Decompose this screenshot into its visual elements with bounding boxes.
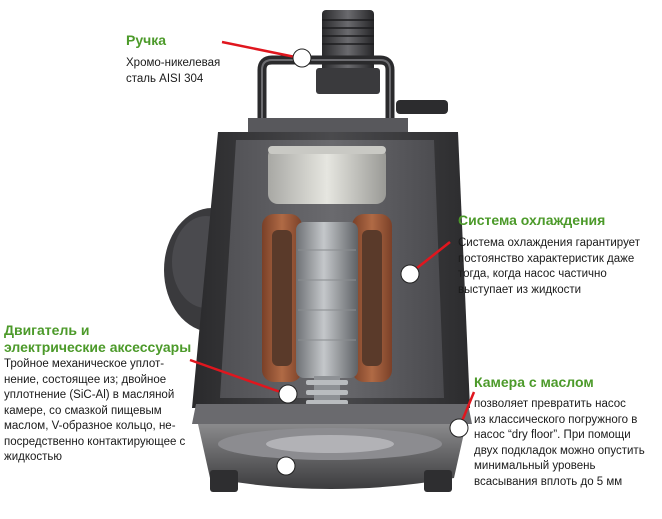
pipe-thread-rings — [322, 19, 374, 45]
rotor-laminations — [298, 249, 356, 341]
cooling-title: Система охлаждения — [458, 212, 606, 228]
callout-cooling-pointer — [400, 241, 451, 284]
cooling-description: Система охлаждения гарантирует постоянст… — [458, 236, 640, 298]
motor-desc-line: камере, со смазкой пищевым — [4, 404, 162, 417]
oil-chamber-desc-line: всасывания вплоть до 5 мм — [474, 475, 623, 488]
cooling-desc-line: выступает из жидкости — [458, 283, 582, 296]
stator-core-right — [362, 230, 382, 366]
rotor — [296, 222, 358, 378]
oil-chamber-description: позволяет превратить насос из классическ… — [474, 397, 645, 490]
motor-title: Двигатель и электрические аксессуары — [4, 322, 191, 356]
callout-handle-pointer — [221, 40, 312, 68]
cable-gland — [396, 100, 448, 114]
oil-chamber-title: Камера с маслом — [474, 374, 594, 390]
handle-desc-line: Хромо-никелевая — [126, 57, 221, 69]
motor-desc-line: нение, состоящее из; двойное — [4, 373, 167, 386]
motor-desc-line: жидкостью — [4, 451, 63, 463]
capacitor — [268, 146, 386, 204]
handle-title: Ручка — [126, 32, 167, 48]
motor-desc-line: Тройное механическое уплот- — [4, 358, 165, 370]
motor-description: Тройное механическое уплот- нение, состо… — [4, 357, 185, 466]
oil-chamber-desc-line: позволяет превратить насос — [474, 398, 626, 410]
motor-title-line: электрические аксессуары — [4, 339, 192, 355]
oil-chamber-desc-line: двух подкладок можно опустить — [474, 444, 645, 457]
pump-handle-highlight — [261, 59, 391, 130]
handle-description: Хромо-никелевая сталь AISI 304 — [126, 56, 220, 87]
capacitor-top-edge — [268, 146, 386, 154]
stator-core-left — [272, 230, 292, 366]
impeller-hub — [266, 435, 394, 453]
oil-chamber-plate — [192, 404, 472, 424]
base-foot-right — [424, 470, 452, 492]
oil-chamber-desc-line: из классического погружного в — [474, 413, 638, 426]
motor-title-line: Двигатель и — [4, 322, 90, 338]
oil-chamber-desc-line: насос “dry floor”. При помощи — [474, 429, 631, 441]
callout-oil-chamber-pointer — [449, 391, 476, 438]
cooling-desc-line: тогда, когда насос частично — [458, 268, 607, 280]
motor-desc-line: маслом, V-образное кольцо, не- — [4, 420, 176, 432]
motor-desc-line: посредственно контактирующее с — [4, 435, 186, 448]
callout-motor-pointer — [189, 358, 298, 404]
base-marker — [276, 456, 296, 476]
cooling-desc-line: Система охлаждения гарантирует — [458, 237, 640, 249]
motor-desc-line: уплотнение (SiC-Al) в масляной — [4, 389, 175, 401]
base-foot-left — [210, 470, 238, 492]
oil-chamber-desc-line: минимальный уровень — [474, 460, 596, 472]
pipe-coupling — [316, 68, 380, 94]
cooling-desc-line: постоянство характеристик даже — [458, 252, 635, 265]
handle-desc-line: сталь AISI 304 — [126, 72, 204, 85]
mechanical-seal-rings — [306, 380, 348, 405]
